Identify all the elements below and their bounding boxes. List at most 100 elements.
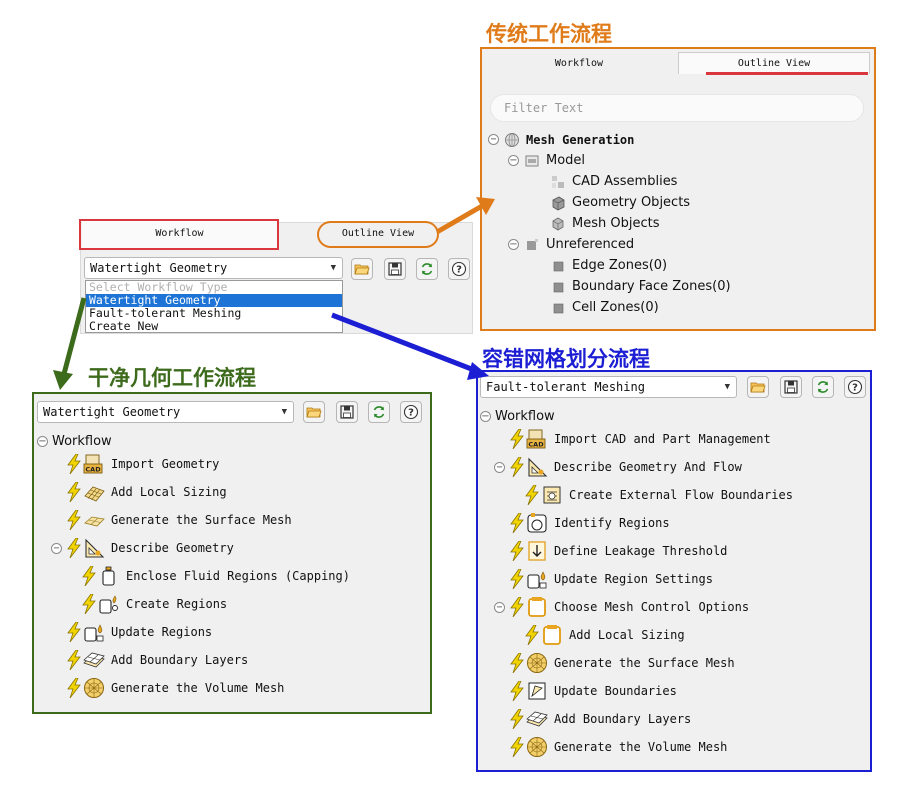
- workflow-step[interactable]: Identify Regions: [510, 511, 670, 535]
- globe-icon: [504, 132, 520, 148]
- refresh-workflow-button[interactable]: [812, 376, 834, 398]
- workflow-step[interactable]: Update Boundaries: [510, 679, 677, 703]
- save-workflow-button[interactable]: [384, 258, 406, 280]
- tree-item-workflow-root[interactable]: −Workflow: [37, 429, 112, 453]
- dropdown-option-watertight[interactable]: Watertight Geometry: [86, 294, 342, 307]
- boundary-layers-icon: [83, 649, 105, 671]
- outline-tree-item[interactable]: CAD Assemblies: [550, 171, 677, 192]
- dropdown-option-placeholder[interactable]: Select Workflow Type: [89, 280, 228, 294]
- collapse-toggle[interactable]: −: [508, 239, 519, 250]
- workflow-step[interactable]: Generate the Surface Mesh: [510, 651, 735, 675]
- dropdown-option-create-new[interactable]: Create New: [89, 319, 159, 333]
- save-workflow-button[interactable]: [336, 401, 358, 423]
- outline-tree-item[interactable]: Mesh Objects: [550, 213, 659, 234]
- workflow-step-label: Update Boundaries: [554, 684, 677, 698]
- workflow-step[interactable]: Create Regions: [82, 592, 227, 616]
- tab-workflow-mini[interactable]: Workflow: [82, 222, 277, 248]
- workflow-step[interactable]: Enclose Fluid Regions (Capping): [82, 564, 350, 588]
- tab-outline-view-mini[interactable]: Outline View: [318, 223, 438, 247]
- lightning-bolt-icon: [510, 737, 524, 757]
- workflow-step[interactable]: Add Local Sizing: [67, 480, 227, 504]
- mesh-control-icon: [526, 596, 548, 618]
- outline-tree-label: CAD Assemblies: [572, 174, 678, 189]
- workflow-step[interactable]: Update Regions: [67, 620, 212, 644]
- workflow-step[interactable]: Update Region Settings: [510, 567, 713, 591]
- help-button[interactable]: [448, 258, 470, 280]
- dropdown-option-fault-tolerant[interactable]: Fault-tolerant Meshing: [89, 306, 242, 320]
- open-workflow-button[interactable]: [747, 376, 769, 398]
- outline-tree-item[interactable]: Geometry Objects: [550, 192, 690, 213]
- outline-tree-label: Mesh Objects: [572, 216, 660, 231]
- heading-fault-tolerant-workflow: 容错网格划分流程: [482, 347, 650, 371]
- workflow-step-label: Generate the Volume Mesh: [554, 740, 728, 754]
- outline-tree-label: Geometry Objects: [572, 195, 691, 210]
- lightning-bolt-icon: [67, 510, 81, 530]
- workflow-step-label: Update Regions: [111, 625, 213, 639]
- save-workflow-button[interactable]: [780, 376, 802, 398]
- tab-outline-view[interactable]: Outline View: [678, 52, 870, 74]
- collapse-toggle[interactable]: −: [480, 410, 491, 422]
- outline-tree-item[interactable]: Edge Zones(0): [550, 255, 667, 276]
- refresh-icon: [419, 261, 435, 277]
- open-workflow-button[interactable]: [351, 258, 373, 280]
- workflow-type-dropdown: Select Workflow Type Watertight Geometry…: [85, 280, 343, 333]
- workflow-step[interactable]: −Describe Geometry And Flow: [494, 455, 742, 479]
- workflow-type-select-mini[interactable]: Watertight Geometry ▼: [84, 257, 343, 279]
- outline-tree-item[interactable]: − Model: [508, 150, 585, 171]
- volume-mesh-icon: [83, 677, 105, 699]
- watertight-type-select[interactable]: Watertight Geometry ▼: [37, 401, 294, 423]
- outline-tree-item[interactable]: − Mesh Generation: [488, 129, 634, 150]
- workflow-step[interactable]: Import Geometry: [67, 452, 219, 476]
- workflow-step[interactable]: Add Boundary Layers: [67, 648, 248, 672]
- filter-text-input[interactable]: Filter Text: [490, 94, 864, 122]
- workflow-step[interactable]: Generate the Volume Mesh: [510, 735, 727, 759]
- outline-tree-label: Model: [546, 153, 586, 168]
- workflow-step[interactable]: Add Local Sizing: [525, 623, 685, 647]
- open-workflow-button[interactable]: [303, 401, 325, 423]
- workflow-step-label: Import Geometry: [111, 457, 220, 471]
- collapse-toggle[interactable]: −: [494, 601, 505, 613]
- unreferenced-icon: [524, 237, 540, 253]
- workflow-step-label: Add Local Sizing: [569, 628, 685, 642]
- workflow-step[interactable]: Add Boundary Layers: [510, 707, 691, 731]
- tab-workflow[interactable]: Workflow: [484, 53, 674, 75]
- collapse-toggle[interactable]: −: [37, 435, 48, 447]
- workflow-step[interactable]: Create External Flow Boundaries: [525, 483, 793, 507]
- tree-item-workflow-root[interactable]: −Workflow: [480, 404, 555, 428]
- workflow-step-label: Identify Regions: [554, 516, 670, 530]
- fault-tolerant-type-select[interactable]: Fault-tolerant Meshing ▼: [480, 376, 737, 398]
- workflow-step[interactable]: Define Leakage Threshold: [510, 539, 727, 563]
- open-folder-icon: [306, 404, 322, 420]
- collapse-toggle[interactable]: −: [508, 155, 519, 166]
- collapse-toggle[interactable]: −: [51, 542, 62, 554]
- workflow-step-label: Update Region Settings: [554, 572, 713, 586]
- workflow-step[interactable]: Generate the Surface Mesh: [67, 508, 292, 532]
- outline-tree-item[interactable]: Cell Zones(0): [550, 297, 659, 318]
- collapse-toggle[interactable]: −: [494, 461, 505, 473]
- outline-tree-label: Cell Zones(0): [572, 300, 659, 315]
- workflow-step[interactable]: Generate the Volume Mesh: [67, 676, 284, 700]
- lightning-bolt-icon: [67, 482, 81, 502]
- outline-tab-highlight: [317, 221, 439, 248]
- workflow-step[interactable]: − Choose Mesh Control Options: [494, 595, 749, 619]
- outline-tree-label: Edge Zones(0): [572, 258, 668, 273]
- lightning-bolt-icon: [67, 678, 81, 698]
- collapse-toggle[interactable]: −: [488, 134, 499, 145]
- workflow-step[interactable]: Import CAD and Part Management: [510, 427, 771, 451]
- filter-placeholder: Filter Text: [504, 101, 584, 115]
- workflow-step[interactable]: −Describe Geometry: [51, 536, 234, 560]
- workflow-step-label: Choose Mesh Control Options: [554, 600, 750, 614]
- refresh-workflow-button[interactable]: [368, 401, 390, 423]
- create-regions-icon: [98, 593, 120, 615]
- describe-geometry-icon: [526, 456, 548, 478]
- outline-tree-label: Unreferenced: [546, 237, 635, 252]
- capping-icon: [98, 565, 120, 587]
- refresh-workflow-button[interactable]: [416, 258, 438, 280]
- lightning-bolt-icon: [525, 485, 539, 505]
- outline-tree-item[interactable]: Boundary Face Zones(0): [550, 276, 731, 297]
- outline-tree-item[interactable]: − Unreferenced: [508, 234, 634, 255]
- outline-tree-label: Mesh Generation: [526, 132, 635, 147]
- workflow-step-label: Enclose Fluid Regions (Capping): [126, 569, 350, 583]
- help-button[interactable]: [844, 376, 866, 398]
- help-button[interactable]: [400, 401, 422, 423]
